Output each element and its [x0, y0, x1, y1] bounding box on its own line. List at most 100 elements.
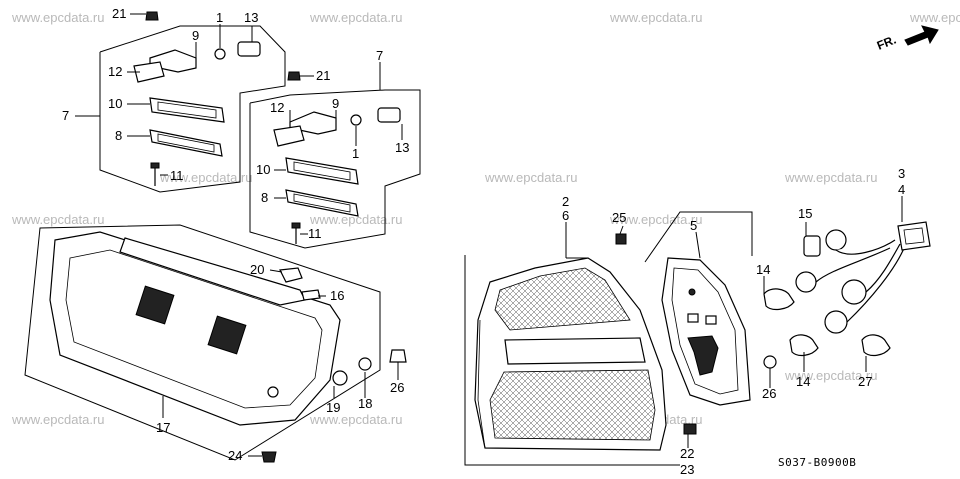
watermark-text: www.epcdata.ru: [11, 412, 105, 427]
bulb-socket: [377, 107, 401, 123]
watermark-text: www.epcdata.ru: [309, 10, 403, 25]
nut: [389, 349, 407, 363]
callout-26: 26: [762, 386, 776, 401]
callout-25: 25: [612, 210, 626, 225]
socket: [795, 271, 817, 293]
callout-6: 6: [562, 208, 569, 223]
watermark-text: www.epcdata.ru: [11, 212, 105, 227]
callout-7: 7: [62, 108, 69, 123]
screw: [150, 162, 160, 169]
front-label: FR.: [875, 33, 898, 53]
grommet: [332, 370, 348, 386]
socket: [825, 229, 847, 251]
lens: [149, 129, 223, 157]
callout-5: 5: [690, 218, 697, 233]
screw: [291, 222, 301, 229]
mounting-hole: [207, 315, 247, 355]
bracket: [273, 125, 305, 147]
callout-12: 12: [108, 64, 122, 79]
grommet: [279, 267, 303, 283]
trunk-garnish-assembly: [24, 224, 407, 463]
callout-10: 10: [108, 96, 122, 111]
callout-7: 7: [376, 48, 383, 63]
taillight-gasket: [644, 211, 753, 406]
callout-14: 14: [796, 374, 810, 389]
callout-1: 1: [216, 10, 223, 25]
mounting-hole: [135, 285, 175, 325]
socket: [824, 310, 848, 334]
bulb-15: [803, 235, 821, 257]
callout-13: 13: [244, 10, 258, 25]
bulb-14: [789, 334, 819, 357]
callout-9: 9: [332, 96, 339, 111]
watermark-text: www.epcdata.ru: [784, 170, 878, 185]
washer: [358, 357, 372, 371]
callout-11: 11: [308, 226, 322, 241]
callout-15: 15: [798, 206, 812, 221]
bulb-socket: [237, 41, 261, 57]
gasket: [661, 257, 751, 406]
callout-9: 9: [192, 28, 199, 43]
callout-12: 12: [270, 100, 284, 115]
group-outline: [249, 89, 421, 249]
clip: [145, 11, 159, 21]
watermark-text: www.epcdata.ru: [309, 412, 403, 427]
callout-23: 23: [680, 462, 694, 477]
socket: [841, 279, 867, 305]
callout-21: 21: [112, 6, 126, 21]
group-outline: [644, 211, 753, 263]
callout-19: 19: [326, 400, 340, 415]
nut-22: [683, 423, 697, 435]
lens-gasket: [285, 157, 359, 185]
connector: [897, 221, 931, 251]
license-light-assembly-right: [249, 71, 421, 249]
group-outline: [24, 224, 381, 461]
lens: [285, 189, 359, 217]
clip: [301, 289, 321, 301]
callout-10: 10: [256, 162, 270, 177]
callout-8: 8: [115, 128, 122, 143]
watermark-text: www.epcdata.ru: [11, 10, 105, 25]
lens-gasket: [149, 97, 225, 123]
front-direction-indicator: FR.: [875, 25, 939, 53]
clip-25: [615, 233, 627, 245]
bulb: [350, 114, 362, 126]
callout-21: 21: [316, 68, 330, 83]
bulb-socket-harness: [615, 221, 931, 435]
leader-lines: [75, 13, 903, 457]
screw: [261, 451, 277, 463]
callout-22: 22: [680, 446, 694, 461]
callout-24: 24: [228, 448, 242, 463]
watermark-text: www.epcdata.ru: [159, 170, 253, 185]
taillight-lens-assembly: [464, 255, 680, 466]
diagram-code: S037-B0900B: [778, 456, 856, 469]
watermark-text: www.epcdata.ru: [784, 368, 878, 383]
clip: [287, 71, 301, 81]
callout-17: 17: [156, 420, 170, 435]
watermark-text: www.epcdata.ru: [609, 10, 703, 25]
watermark-text: www.epcdata.ru: [609, 212, 703, 227]
callout-27: 27: [858, 374, 872, 389]
callout-13: 13: [395, 140, 409, 155]
callout-labels: 21 1 13 9 12 7 10 8 11 21 7 9 12 13 1 10…: [62, 6, 905, 477]
bracket: [133, 61, 165, 83]
callout-1: 1: [352, 146, 359, 161]
callout-18: 18: [358, 396, 372, 411]
bulb-14: [763, 288, 795, 311]
callout-4: 4: [898, 182, 905, 197]
callout-16: 16: [330, 288, 344, 303]
callout-14: 14: [756, 262, 770, 277]
callout-2: 2: [562, 194, 569, 209]
callout-11: 11: [170, 168, 184, 183]
watermark-text: www.epcdata.ru: [309, 212, 403, 227]
bulb-27: [861, 334, 891, 357]
callout-26: 26: [390, 380, 404, 395]
watermark-text: www.epcdata.ru: [909, 10, 960, 25]
front-arrow-icon: [904, 25, 939, 46]
license-light-assembly-left: [99, 11, 286, 193]
watermark-text: www.epcdata.ru: [484, 170, 578, 185]
nut: [763, 355, 777, 369]
callout-20: 20: [250, 262, 264, 277]
bulb: [214, 48, 226, 60]
